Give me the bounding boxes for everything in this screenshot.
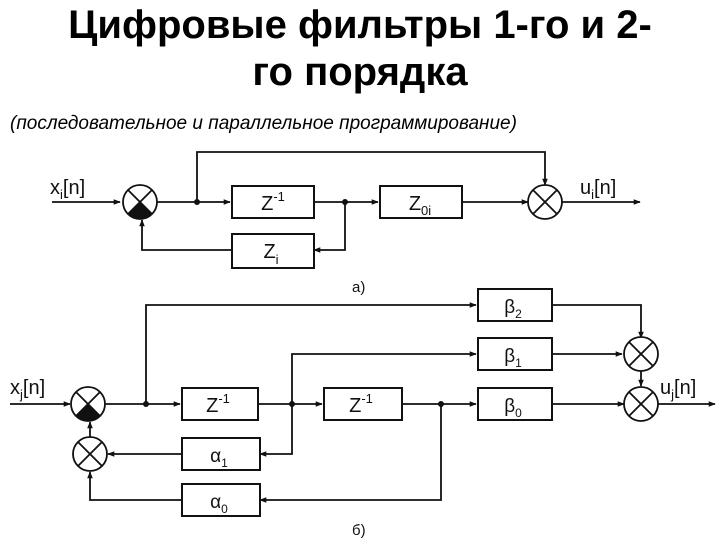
delay-block-a: Z-1 [231,185,315,219]
beta1-block: β1 [477,337,553,371]
summing-junction-b-main [70,386,106,422]
wire-b-to-beta2 [145,302,477,404]
multiplier-b-upper [623,336,659,372]
beta2-block: β2 [477,288,553,322]
svg-text:Z-1: Z-1 [206,391,230,417]
diagram-a: Z-1 Z0i Zi xi[n] ui[n] а) [50,151,641,296]
svg-text:Z0i: Z0i [409,193,431,218]
multiplier-b-lower [623,386,659,422]
caption-a: а) [352,279,365,296]
alpha1-block: α1 [181,437,261,471]
svg-text:Zi: Zi [263,241,278,267]
wire-a-bypass [196,151,548,202]
wire-b-beta2-mult [552,304,644,339]
svg-text:β1: β1 [504,346,522,370]
delay1-block-b: Z-1 [181,387,259,421]
alpha0-block: α0 [181,483,261,517]
diagram-b: Z-1 Z-1 β2 β1 β0 α1 α0 xj[n] uj[n] б) [10,288,716,539]
zi-block-a: Zi [231,233,315,269]
multiplier-a [527,184,563,220]
wire-b-to-alpha1 [259,404,293,457]
wire-b-alpha0-sum [87,471,182,501]
svg-text:Z-1: Z-1 [261,189,285,215]
title-line-1: Цифровые фильтры 1-го и 2- [68,3,652,47]
z0-block-a: Z0i [379,185,463,219]
junction-dot [438,401,444,407]
output-label-b: uj[n] [660,377,696,402]
summing-junction-a [122,184,158,220]
svg-text:β2: β2 [504,297,522,321]
wire-b-to-alpha0 [259,404,442,503]
svg-text:Z-1: Z-1 [349,391,373,417]
junction-dot [342,199,348,205]
wire-a-feedback-in [313,202,346,253]
svg-text:α0: α0 [210,492,228,516]
junction-dot [194,199,200,205]
delay2-block-b: Z-1 [323,387,403,421]
summing-junction-b-feedback [72,436,108,472]
page-subtitle: (последовательное и параллельное програм… [10,113,517,134]
input-label-a: xi[n] [50,177,85,202]
output-label-a: ui[n] [580,177,616,202]
junction-dot [143,401,149,407]
input-label-b: xj[n] [10,377,45,402]
junction-dot [289,401,295,407]
title-line-2: го порядка [252,50,468,94]
svg-text:β0: β0 [504,396,522,420]
page-title: Цифровые фильтры 1-го и 2- го порядка [0,2,720,96]
svg-text:α1: α1 [210,446,228,470]
beta0-block: β0 [477,387,553,421]
wire-a-feedback-out [139,219,232,251]
caption-b: б) [352,522,366,539]
wire-b-to-beta1 [291,351,477,404]
